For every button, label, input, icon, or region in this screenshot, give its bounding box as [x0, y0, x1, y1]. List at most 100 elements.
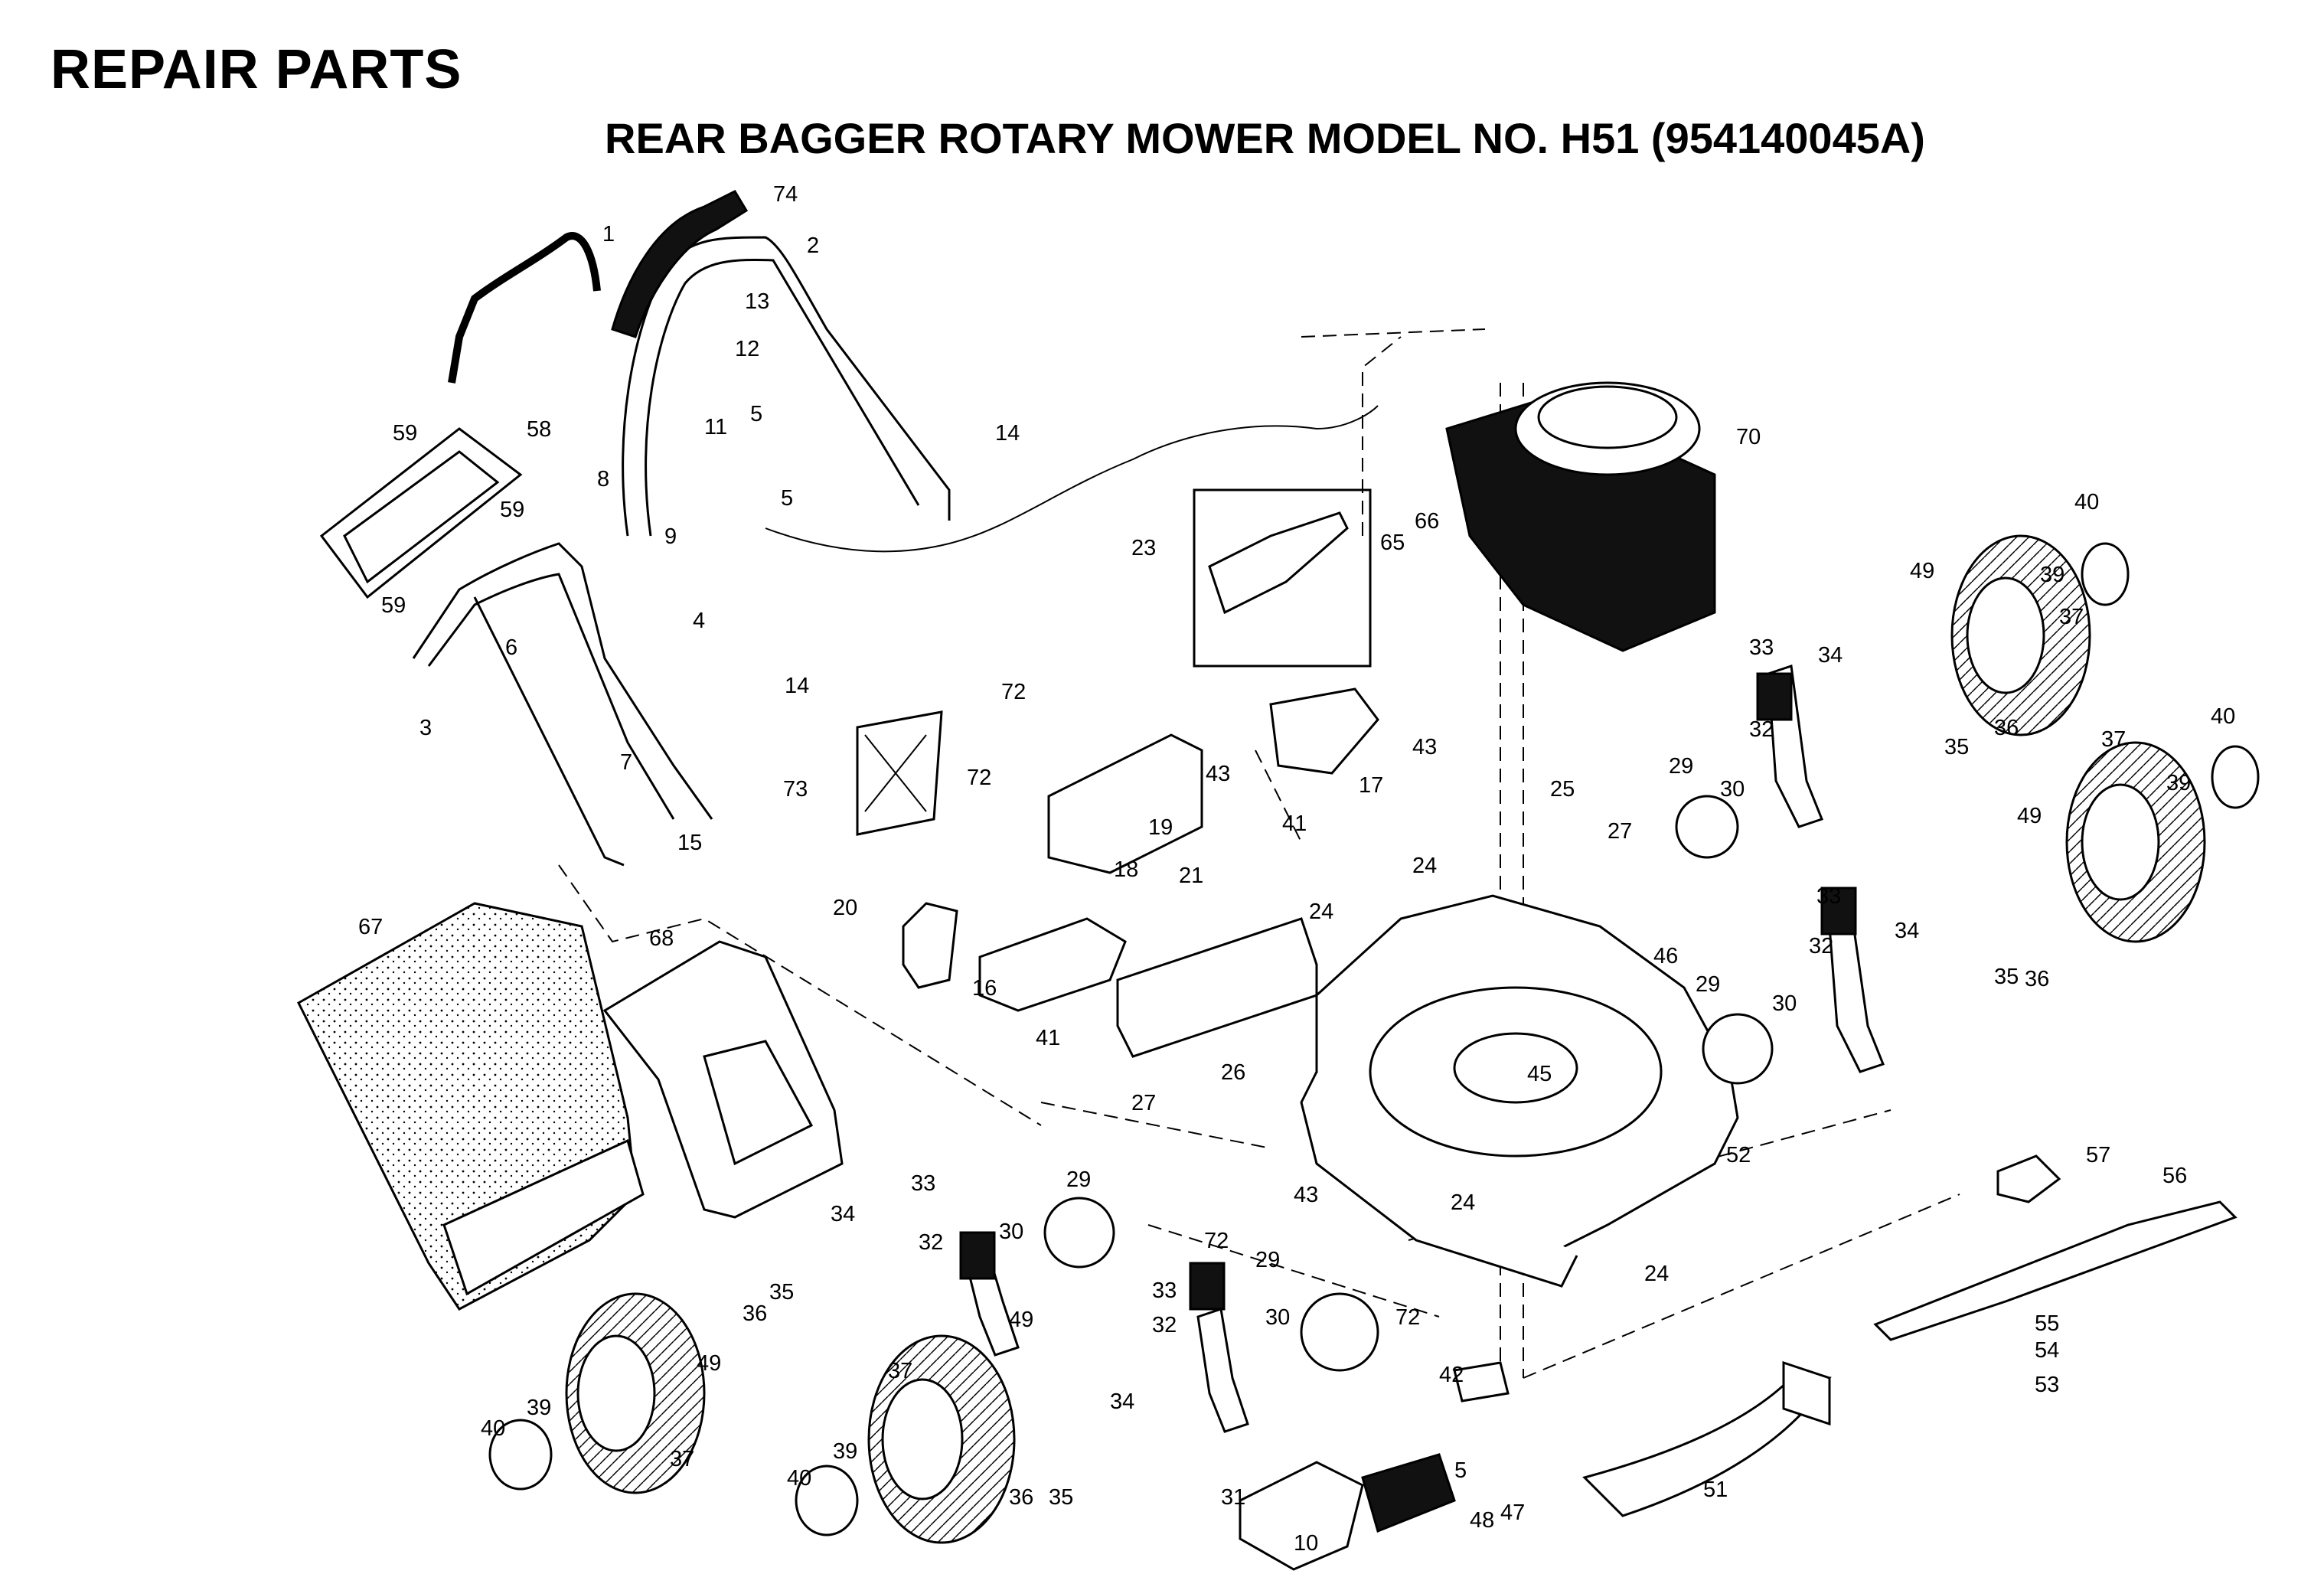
callout: 18 — [1114, 857, 1138, 882]
callout: 27 — [1608, 819, 1632, 844]
blade-assembly — [1873, 1154, 2238, 1341]
callout: 37 — [888, 1359, 912, 1383]
callout: 24 — [1309, 900, 1333, 924]
callout: 36 — [1009, 1485, 1033, 1510]
callout: 35 — [769, 1280, 794, 1305]
mower-deck — [1300, 894, 1739, 1288]
callout: 27 — [1131, 1091, 1156, 1115]
callout: 4 — [693, 609, 705, 633]
callout: 33 — [1816, 884, 1841, 909]
callout: 32 — [1152, 1313, 1177, 1337]
callout: 5 — [750, 402, 762, 426]
callout: 43 — [1294, 1183, 1318, 1207]
callout: 12 — [735, 337, 759, 361]
callout: 40 — [2211, 704, 2235, 729]
callout: 72 — [1204, 1229, 1229, 1253]
callout: 53 — [2035, 1373, 2059, 1397]
callout: 30 — [1772, 991, 1797, 1016]
callout: 35 — [1994, 965, 2019, 989]
control-bar — [448, 232, 601, 384]
callout: 29 — [1255, 1248, 1280, 1272]
callout: 30 — [1720, 777, 1745, 802]
callout: 11 — [704, 415, 727, 439]
callout: 48 — [1470, 1508, 1494, 1533]
callout: 42 — [1439, 1363, 1464, 1387]
callout: 23 — [1131, 536, 1156, 560]
front-wheel-right — [795, 1334, 1016, 1544]
callout: 34 — [1895, 919, 1919, 943]
callout: 49 — [2017, 804, 2042, 828]
callout: 45 — [1527, 1062, 1552, 1086]
callout: 59 — [381, 593, 406, 618]
callout: 36 — [743, 1301, 767, 1326]
callout: 36 — [1994, 716, 2019, 740]
callout: 24 — [1412, 854, 1437, 878]
callout: 17 — [1359, 773, 1383, 798]
callout: 21 — [1179, 864, 1203, 888]
callout: 33 — [1152, 1278, 1177, 1303]
assembly-lines — [558, 328, 1960, 1379]
callout: 74 — [773, 182, 798, 207]
rear-wheel-upper — [1950, 534, 2130, 736]
callout: 37 — [670, 1447, 694, 1471]
callout: 52 — [1726, 1143, 1751, 1167]
rear-shield-bracket — [319, 427, 523, 599]
callout: 55 — [2035, 1311, 2059, 1336]
callout: 37 — [2059, 605, 2084, 629]
callout: 70 — [1736, 425, 1761, 449]
callout: 58 — [527, 417, 551, 442]
callout: 41 — [1036, 1026, 1060, 1050]
bag-frame — [602, 940, 844, 1219]
callout: 24 — [1644, 1262, 1669, 1286]
callout: 41 — [1282, 811, 1307, 836]
engine — [1445, 381, 1716, 652]
adjuster-plates — [1043, 795, 1774, 1372]
callout: 5 — [781, 486, 793, 511]
callout: 8 — [597, 467, 609, 491]
callout: 67 — [358, 915, 383, 939]
callout: 65 — [1380, 531, 1405, 555]
callout: 29 — [1066, 1167, 1091, 1192]
callout: 26 — [1221, 1060, 1245, 1085]
callout: 66 — [1415, 509, 1439, 534]
callout: 6 — [505, 635, 517, 660]
callout: 10 — [1294, 1531, 1318, 1556]
callout: 57 — [2086, 1143, 2110, 1167]
callout: 29 — [1669, 754, 1693, 779]
callout: 37 — [2101, 727, 2126, 752]
callout: 31 — [1221, 1485, 1245, 1510]
callout: 43 — [1206, 762, 1230, 786]
callout: 35 — [1049, 1485, 1073, 1510]
callout: 49 — [697, 1351, 721, 1376]
bottom-small-parts — [1239, 1361, 1510, 1571]
callout: 40 — [787, 1466, 811, 1491]
callout: 40 — [481, 1416, 505, 1441]
upper-handle — [611, 190, 951, 537]
callout: 34 — [1818, 643, 1843, 668]
callout: 20 — [833, 896, 857, 920]
callout: 35 — [1944, 735, 1969, 759]
callout: 32 — [1749, 717, 1774, 742]
callout: 32 — [919, 1230, 943, 1255]
callout: 25 — [1550, 777, 1575, 802]
handle-cable — [765, 405, 1379, 553]
callout: 59 — [393, 421, 417, 446]
callout: 2 — [807, 233, 819, 258]
side-discharge-chute — [1582, 1360, 1832, 1517]
callout: 3 — [419, 716, 432, 740]
callout: 49 — [1009, 1308, 1033, 1332]
front-wheel-left — [488, 1292, 706, 1494]
rear-wheel-lower — [2065, 741, 2260, 943]
lower-handle — [412, 542, 713, 867]
callout: 39 — [2166, 771, 2191, 795]
callout: 7 — [620, 750, 632, 775]
callout: 30 — [999, 1220, 1023, 1244]
callout: 40 — [2074, 490, 2099, 514]
callout: 19 — [1148, 815, 1173, 840]
callout: 72 — [1001, 680, 1026, 704]
page-title: REPAIR PARTS — [51, 39, 462, 100]
hinge-rod-brackets — [902, 687, 1379, 1012]
callout: 39 — [2040, 563, 2065, 587]
callout: 30 — [1265, 1305, 1290, 1330]
